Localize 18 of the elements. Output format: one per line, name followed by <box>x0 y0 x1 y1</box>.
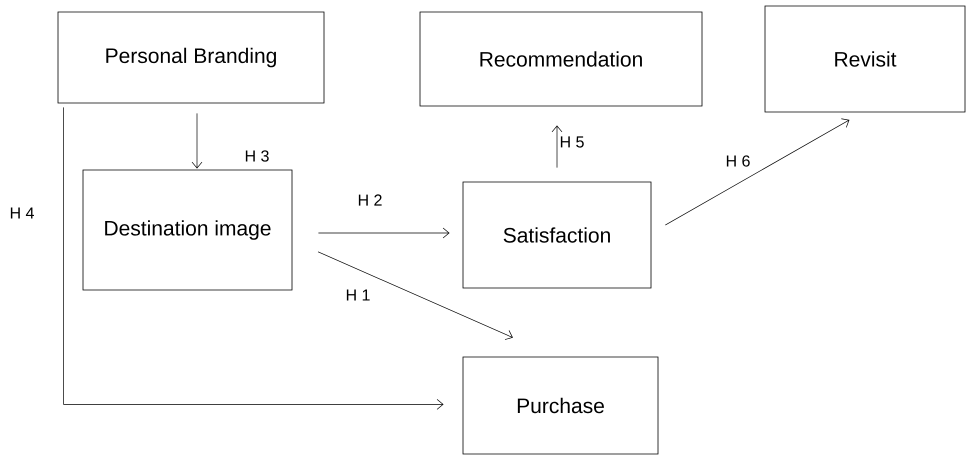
arrow <box>63 107 444 410</box>
edge-label: H 5 <box>558 135 586 149</box>
arrow <box>664 118 850 226</box>
concept-box: Revisit <box>764 6 966 112</box>
arrow <box>318 228 450 238</box>
concept-box: Personal Branding <box>58 12 324 104</box>
concept-box: Satisfaction <box>462 182 652 288</box>
edge-label: H 4 <box>8 206 36 220</box>
arrow <box>192 113 202 169</box>
arrow <box>552 125 562 168</box>
edge-label: H 1 <box>344 288 372 302</box>
arrow <box>318 251 513 340</box>
concept-box: Destination image <box>82 170 292 290</box>
concept-box: Purchase <box>462 356 658 454</box>
edge-label: H 2 <box>356 193 384 207</box>
edge-label: H 3 <box>244 149 270 163</box>
edge-label: H 6 <box>724 154 752 168</box>
concept-box: Recommendation <box>420 12 702 106</box>
